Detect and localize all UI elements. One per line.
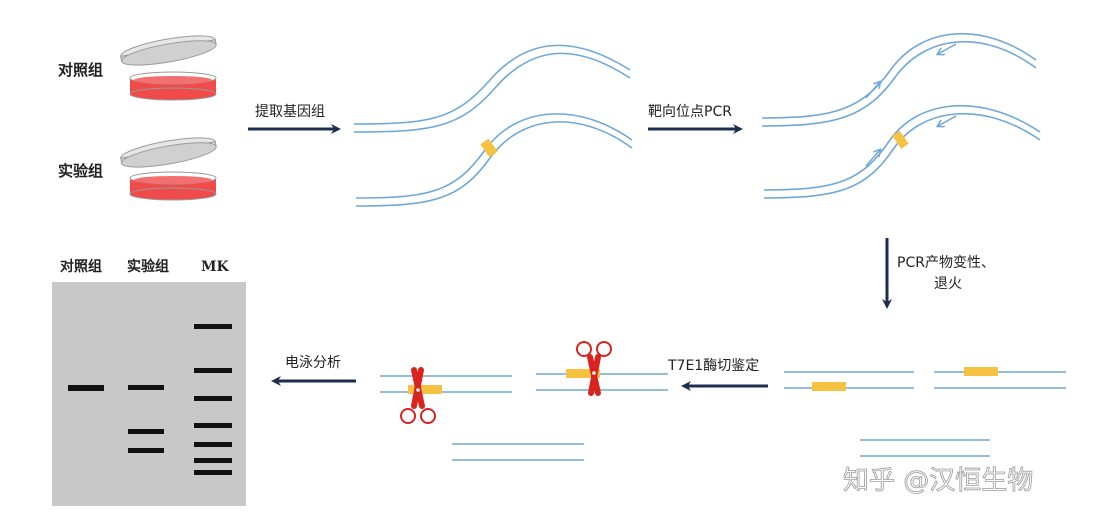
- scissors-icon: [576, 341, 612, 396]
- band-marker: [194, 470, 232, 475]
- cleavage-strands: [380, 373, 668, 461]
- gel: [52, 282, 246, 506]
- pcr-dna-experiment: [763, 104, 1041, 199]
- mutation-site: [566, 369, 600, 378]
- step-electrophoresis: 电泳分析: [285, 355, 341, 371]
- scissors-icon: [400, 367, 436, 424]
- control-label: 对照组: [58, 61, 103, 79]
- band-marker: [194, 324, 232, 329]
- experiment-label: 实验组: [58, 162, 103, 180]
- mutation-site: [964, 367, 998, 376]
- petri-dish-icon: [120, 35, 217, 101]
- gel-lane-label-experiment: 实验组: [127, 258, 169, 275]
- band-marker: [194, 368, 232, 373]
- genomic-dna-control: [353, 44, 631, 133]
- band-marker: [194, 396, 232, 401]
- step-t7e1: T7E1酶切鉴定: [667, 358, 759, 374]
- band-experiment: [128, 448, 164, 453]
- gel-lane-label-marker: MK: [201, 259, 229, 275]
- band-marker: [194, 458, 232, 463]
- band-experiment: [128, 429, 164, 434]
- band-experiment: [128, 385, 164, 390]
- gel-bands: [68, 324, 232, 475]
- band-control: [68, 385, 104, 391]
- step-denature-line1: PCR产物变性、: [897, 255, 995, 271]
- mutation-site: [480, 138, 498, 158]
- pcr-dna-control: [761, 32, 1037, 127]
- step-denature-line2: 退火: [934, 276, 962, 292]
- primer-arrows: [865, 43, 957, 167]
- step-target-pcr: 靶向位点PCR: [648, 104, 732, 120]
- petri-dish-icon: [120, 137, 217, 201]
- watermark: 知乎 @汉恒生物: [843, 466, 1033, 496]
- heteroduplex-strands: [784, 371, 1066, 457]
- band-marker: [194, 423, 232, 428]
- genomic-dna-experiment: [355, 113, 633, 207]
- band-marker: [194, 442, 232, 447]
- step-extract-genome: 提取基因组: [255, 103, 325, 120]
- mutation-site: [408, 385, 442, 394]
- gel-lane-label-control: 对照组: [60, 258, 102, 275]
- mutation-site: [892, 130, 909, 149]
- mutation-site: [812, 382, 846, 391]
